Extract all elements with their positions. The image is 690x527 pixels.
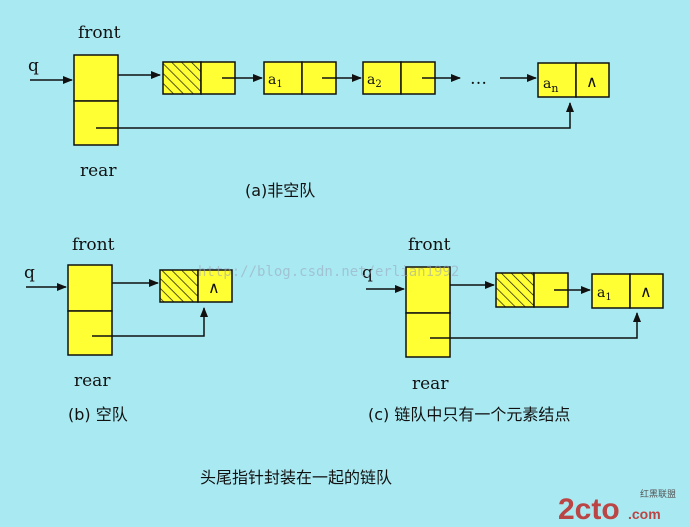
panel-b-q-label: q [24, 263, 35, 283]
panel-a-node-an-next [575, 62, 610, 98]
panel-b: front rear q ∧ (b) 空队 [24, 235, 233, 424]
brand-logo: 2cto .com 红黑联盟 [558, 488, 676, 526]
panel-c-front-cell [405, 266, 451, 314]
brand-tld: .com [628, 506, 661, 522]
panel-c-rear-label: rear [412, 374, 449, 394]
panel-a-q-label: q [28, 56, 39, 76]
blog-watermark: http://blog.csdn.net/erlian1992 [198, 264, 459, 280]
panel-a: front rear q a1 a2 … an ∧ (a)非空队 [28, 23, 610, 200]
panel-a-node-an-label: an [543, 76, 558, 95]
panel-a-node-a2-label: a2 [367, 72, 382, 90]
brand-logo-text: 2cto [558, 493, 620, 526]
panel-c-caption: (c) 链队中只有一个元素结点 [368, 405, 570, 424]
panel-a-null-mark: ∧ [586, 72, 598, 91]
panel-a-node-a1-next [301, 61, 337, 95]
panel-b-rear-label: rear [74, 371, 111, 391]
panel-a-rear-arrow [96, 102, 574, 129]
panel-c: front rear q a1 ∧ (c) 链队中只有一个元素结点 [362, 235, 664, 424]
panel-c-node-a1-label: a1 [597, 285, 612, 303]
panel-b-rear-cell [67, 310, 113, 356]
panel-a-ellipsis: … [470, 69, 487, 89]
panel-c-node-a1-next [629, 273, 664, 309]
panel-b-null-mark: ∧ [208, 278, 220, 297]
panel-a-front-cell [73, 54, 119, 102]
panel-b-head-node-data [159, 269, 199, 303]
panel-a-rear-label: rear [80, 161, 117, 181]
panel-c-rear-arrow [430, 312, 641, 339]
panel-c-rear-cell [405, 312, 451, 358]
panel-a-node-a2-data [362, 61, 402, 95]
panel-a-node-a1-label: a1 [268, 72, 283, 90]
panel-a-front-label: front [78, 23, 121, 43]
panel-a-caption: (a)非空队 [245, 181, 315, 200]
panel-a-node-a1-data [263, 61, 303, 95]
panel-b-head-node-next [197, 269, 233, 303]
panel-b-caption: (b) 空队 [68, 405, 128, 424]
panel-c-head-node-data [495, 272, 535, 308]
panel-b-front-cell [67, 264, 113, 312]
panel-b-front-label: front [72, 235, 115, 255]
panel-c-q-label: q [362, 263, 373, 283]
brand-site-name: 红黑联盟 [640, 488, 676, 500]
panel-b-rear-arrow [92, 307, 208, 337]
diagram-title: 头尾指针封装在一起的链队 [200, 468, 392, 487]
panel-c-null-mark: ∧ [640, 282, 652, 301]
panel-a-rear-cell [73, 100, 119, 146]
panel-a-head-node-data [162, 61, 202, 95]
panel-c-front-label: front [408, 235, 451, 255]
